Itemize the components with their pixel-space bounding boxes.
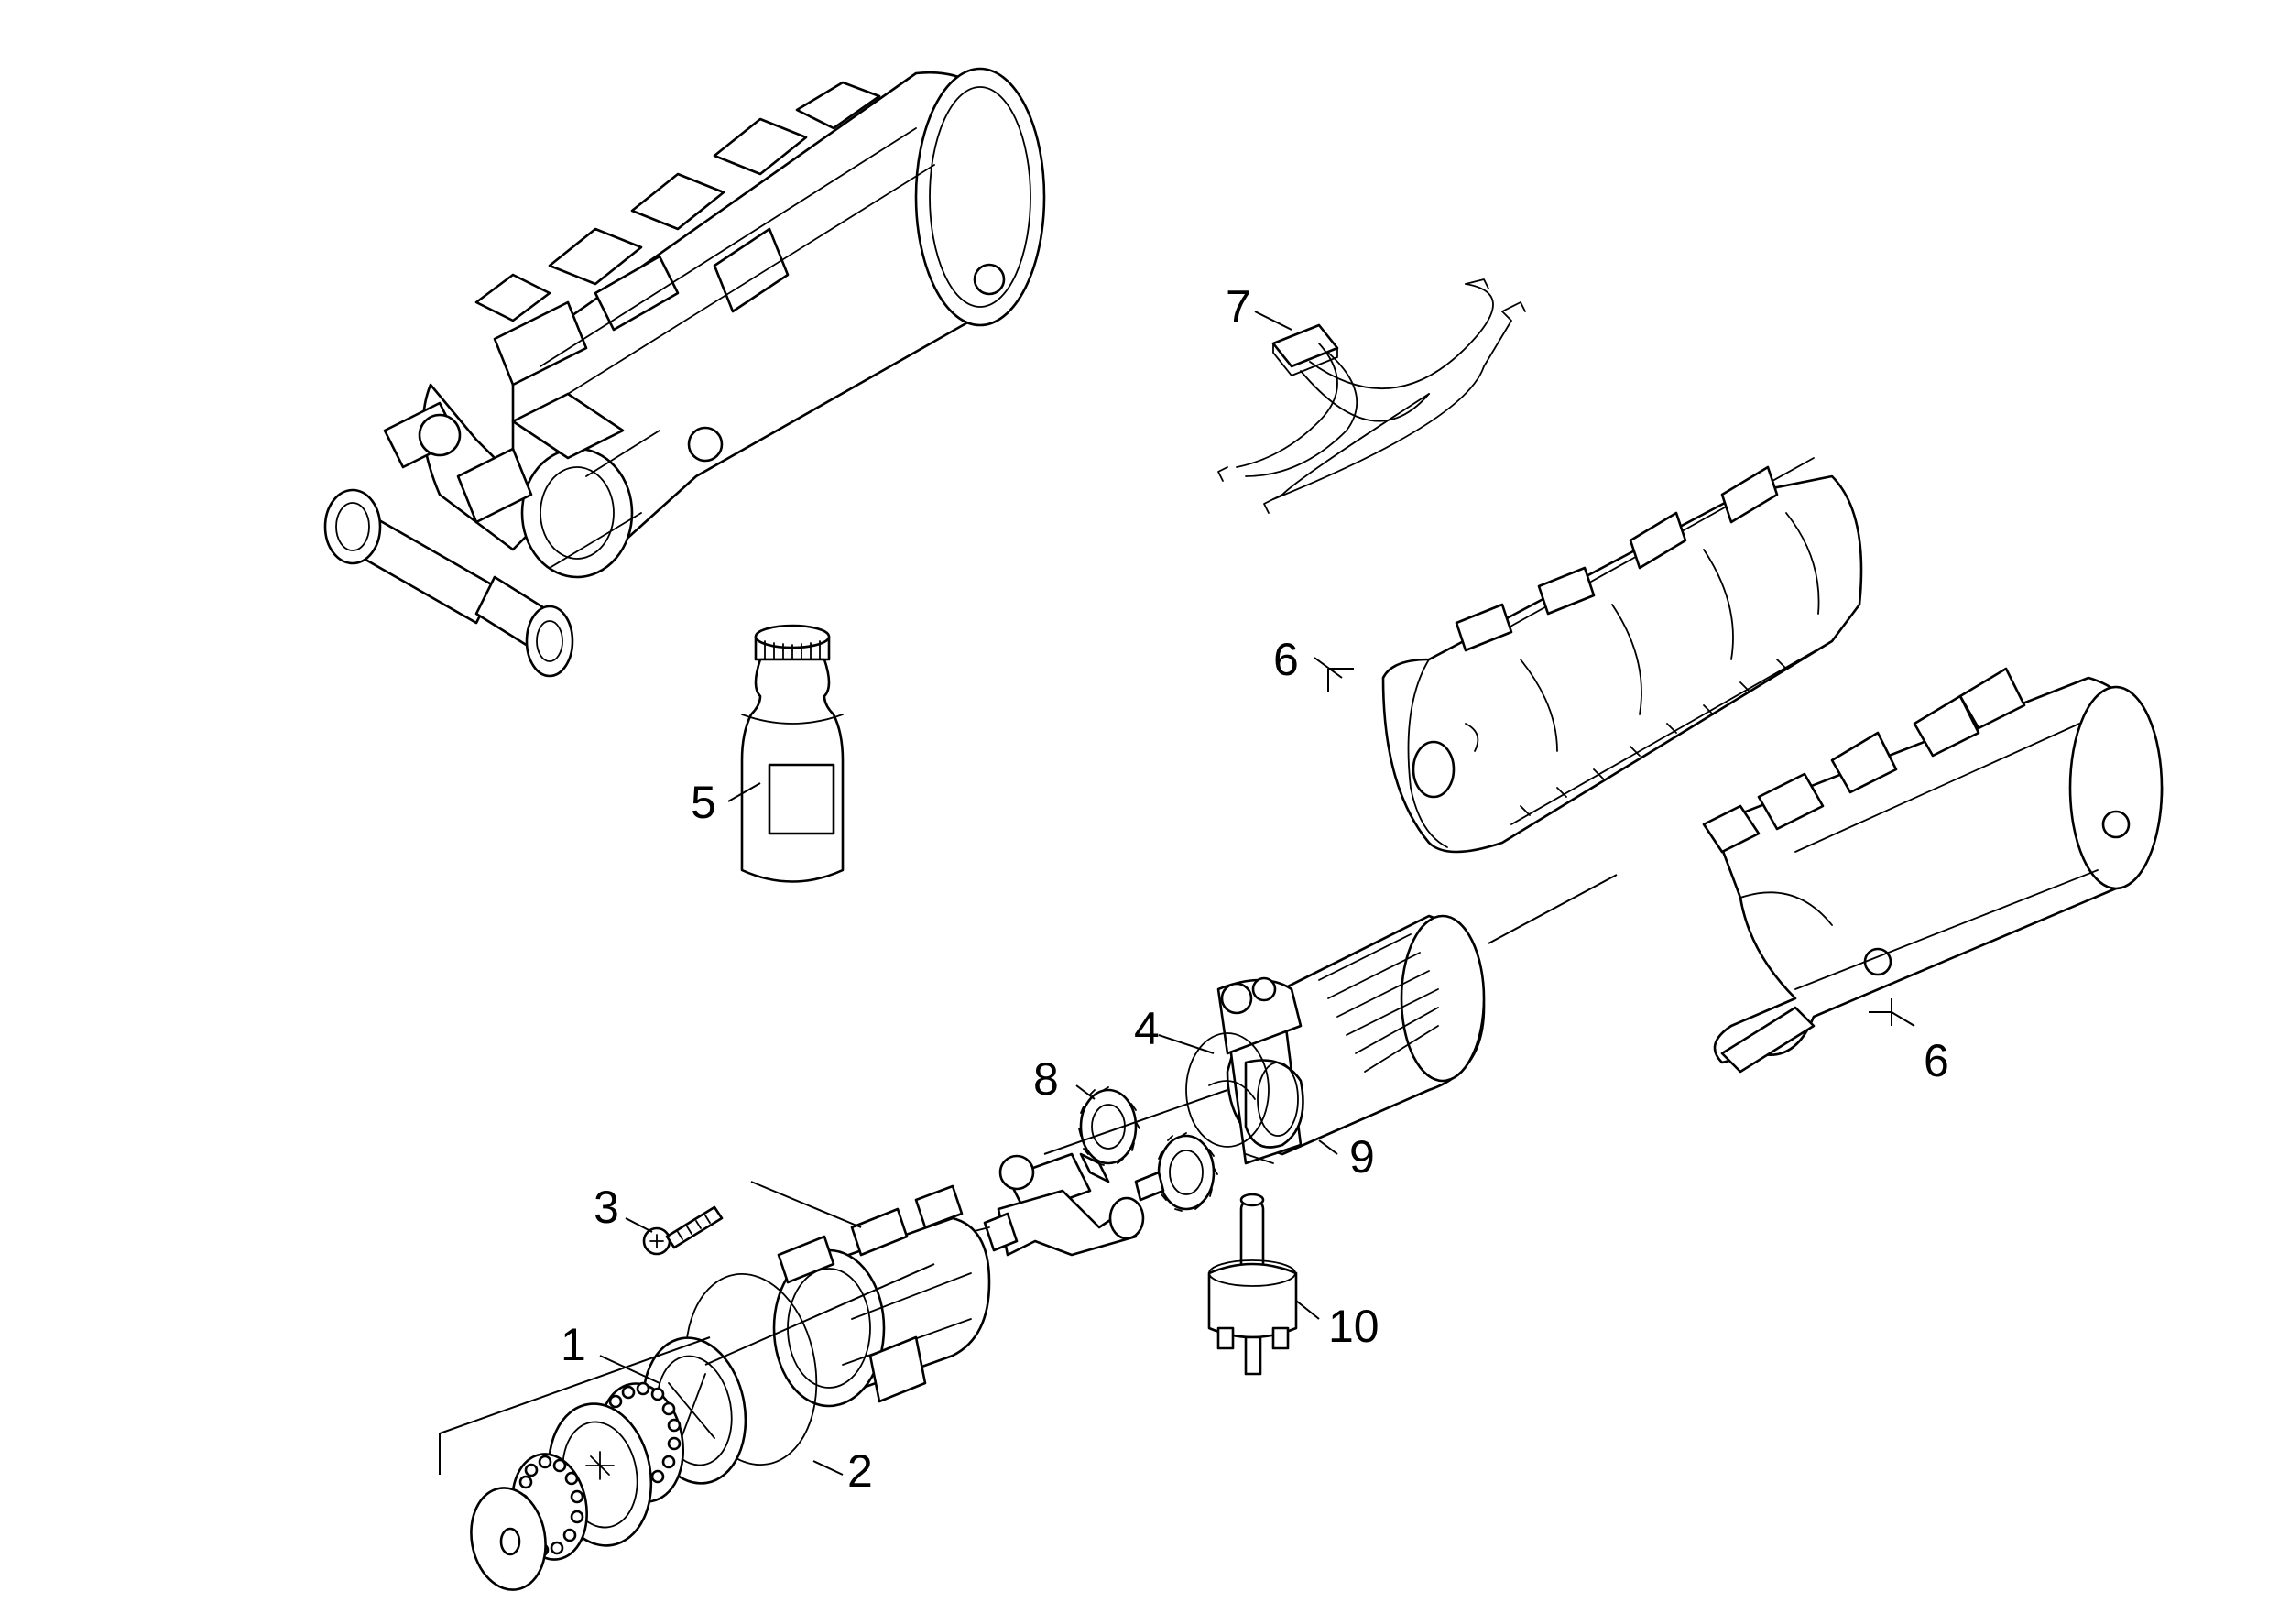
leader-lines [439, 311, 1915, 1476]
assembled-pump-unit [323, 67, 1046, 678]
callout-5: 5 [691, 777, 716, 828]
part-3-screw [642, 1205, 724, 1256]
callout-3: 3 [594, 1182, 619, 1233]
part-1-swash-plate-assembly [470, 1336, 747, 1591]
callout-2: 2 [847, 1445, 873, 1497]
part-6-housing-half-lower [1702, 667, 2164, 1074]
eccentric-shaft [970, 1152, 1145, 1257]
pump-cylinder-housing [772, 1184, 991, 1408]
callout-1: 1 [561, 1319, 586, 1370]
part-5-oil-bottle [740, 624, 845, 883]
callout-9: 9 [1349, 1131, 1375, 1183]
part-7-cable-harness [1217, 278, 1526, 514]
callout-6-upper: 6 [1273, 634, 1299, 685]
callout-4: 4 [1134, 1003, 1160, 1054]
callout-8: 8 [1033, 1053, 1059, 1105]
part-4-o-ring [1185, 1032, 1270, 1148]
callout-10: 10 [1328, 1301, 1379, 1352]
part-9-motor [1216, 914, 1486, 1165]
callout-6-lower: 6 [1924, 1035, 1949, 1086]
part-10-rubber-mount [1207, 1193, 1298, 1376]
part-6-housing-half-upper [1381, 457, 1863, 854]
part-8-gears [1078, 1086, 1218, 1212]
callout-7: 7 [1226, 281, 1251, 332]
callout-labels: 1 2 3 4 5 6 6 7 8 9 10 [561, 281, 1949, 1497]
